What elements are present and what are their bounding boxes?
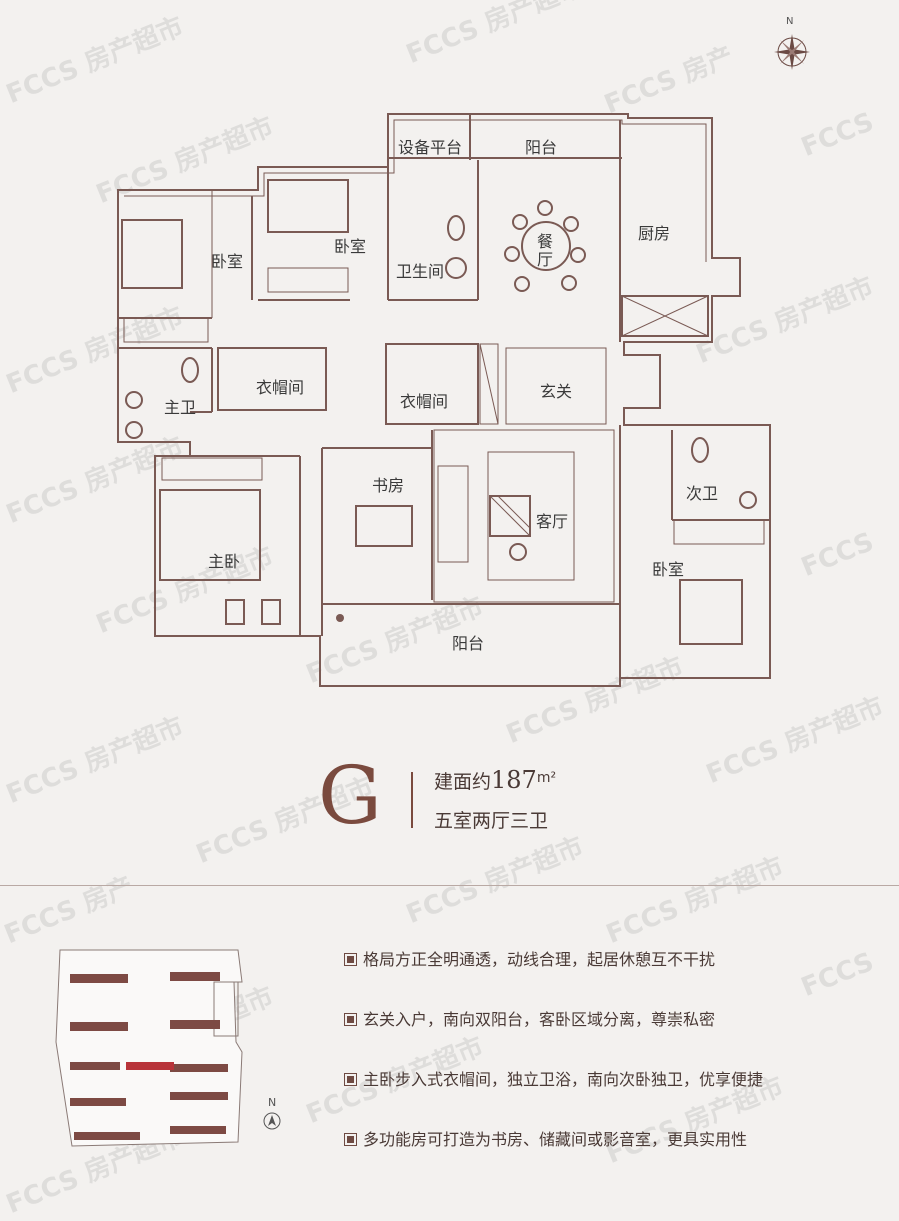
label-balcony-south: 阳台: [452, 634, 485, 653]
area-line: 建面约187m²: [434, 766, 556, 794]
floor-plan: [117, 113, 771, 687]
bullet-icon: [344, 1013, 357, 1026]
label-foyer: 玄关: [540, 382, 573, 401]
label-master-bath: 主卫: [164, 398, 197, 417]
area-value: 187: [491, 766, 537, 794]
label-study: 书房: [372, 476, 405, 495]
building-block: [70, 974, 128, 983]
inner-wall: [124, 119, 707, 262]
compass-rose-icon: [774, 34, 810, 70]
feature-text: 多功能房可打造为书房、储藏间或影音室，更具实用性: [363, 1130, 748, 1149]
bullet-icon: [344, 1133, 357, 1146]
label-dining: 餐: [537, 232, 554, 251]
area-unit: m²: [536, 770, 557, 786]
unit-type-letter: G: [318, 749, 382, 842]
section-divider: [0, 885, 899, 886]
label-wardrobe-2: 衣帽间: [400, 392, 449, 411]
building-block: [170, 1126, 226, 1134]
building-block: [70, 1022, 128, 1031]
label-wardrobe-1: 衣帽间: [256, 378, 305, 397]
label-kitchen: 厨房: [638, 224, 671, 243]
building-block: [170, 1064, 228, 1072]
building-block: [170, 1092, 228, 1100]
feature-text: 主卧步入式衣帽间，独立卫浴，南向次卧独卫，优享便捷: [363, 1070, 764, 1089]
feature-item: 玄关入户，南向双阳台，客卧区域分离，尊崇私密: [344, 1006, 884, 1034]
building-block: [70, 1098, 126, 1106]
north-arrow-icon: [263, 1112, 281, 1130]
building-block: [70, 1062, 120, 1070]
feature-item: 主卧步入式衣帽间，独立卫浴，南向次卧独卫，优享便捷: [344, 1066, 884, 1094]
building-block: [170, 972, 220, 981]
feature-text: 玄关入户，南向双阳台，客卧区域分离，尊崇私密: [363, 1010, 716, 1029]
site-map: [55, 949, 243, 1147]
label-equipment-platform: 设备平台: [398, 138, 463, 157]
label-bedroom-se: 卧室: [652, 560, 685, 579]
building-block: [74, 1132, 140, 1140]
feature-item: 格局方正全明通透，动线合理，起居休憩互不干扰: [344, 946, 884, 974]
label-bedroom-n: 卧室: [334, 237, 367, 256]
compass: N: [770, 16, 814, 70]
label-second-bath: 次卫: [686, 484, 719, 503]
label-balcony-north: 阳台: [525, 138, 558, 157]
feature-text: 格局方正全明通透，动线合理，起居休憩互不干扰: [363, 950, 716, 969]
label-bathroom: 卫生间: [396, 262, 445, 281]
layout-text: 五室两厅三卫: [434, 810, 549, 832]
bullet-icon: [344, 953, 357, 966]
outer-wall: [117, 113, 771, 687]
area-label: 建面约: [434, 771, 492, 793]
compass-north-label: N: [786, 16, 794, 27]
label-living: 客厅: [536, 512, 569, 531]
feature-item: 多功能房可打造为书房、储藏间或影音室，更具实用性: [344, 1126, 884, 1154]
label-master-bedroom: 主卧: [208, 552, 241, 571]
title-divider: [411, 772, 413, 828]
label-bedroom-nw: 卧室: [211, 252, 244, 271]
label-dining-2: 厅: [537, 250, 554, 269]
bullet-icon: [344, 1073, 357, 1086]
highlight-building: [126, 1062, 174, 1070]
site-map-north-label: N: [268, 1096, 277, 1109]
feature-list: 格局方正全明通透，动线合理，起居休憩互不干扰 玄关入户，南向双阳台，客卧区域分离…: [344, 946, 884, 1186]
building-block: [170, 1020, 220, 1029]
